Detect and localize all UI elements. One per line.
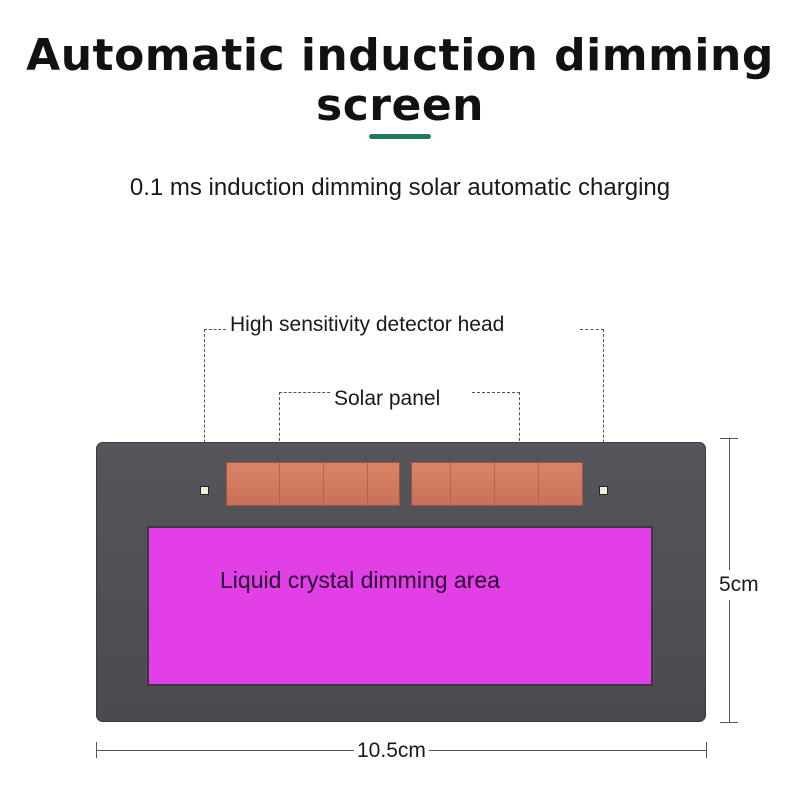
title-line-2: screen — [316, 80, 484, 131]
lcd-area-label: Liquid crystal dimming area — [220, 567, 500, 593]
detector-sensor-right — [599, 486, 608, 495]
solar-cell-divider — [538, 463, 539, 505]
detector-head-label: High sensitivity detector head — [226, 312, 509, 338]
width-dimension-cap-left — [96, 742, 97, 758]
title-line-1: Automatic induction dimming — [26, 30, 774, 81]
subtitle: 0.1 ms induction dimming solar automatic… — [129, 174, 671, 201]
solar-leader-right-h — [472, 392, 520, 393]
width-dimension-label: 10.5cm — [354, 738, 429, 764]
height-dimension-cap-bottom — [720, 722, 738, 723]
solar-leader-left-h — [279, 392, 330, 393]
solar-cell-divider — [494, 463, 495, 505]
lcd-dimming-area — [147, 526, 653, 686]
detector-sensor-left — [200, 486, 209, 495]
width-dimension-cap-right — [706, 742, 707, 758]
height-dimension-label: 5cm — [717, 570, 761, 600]
solar-panel-left — [226, 462, 400, 506]
solar-cell-divider — [367, 463, 368, 505]
detector-leader-left-h — [204, 329, 226, 330]
title-underline — [369, 134, 431, 139]
solar-panel-label: Solar panel — [330, 386, 445, 412]
solar-cell-divider — [279, 463, 280, 505]
solar-cell-divider — [323, 463, 324, 505]
solar-cell-divider — [450, 463, 451, 505]
detector-leader-left-v — [204, 329, 205, 483]
detector-leader-right-h — [580, 329, 604, 330]
detector-leader-right-v — [603, 329, 604, 483]
solar-panel-right — [411, 462, 583, 506]
height-dimension-cap-top — [720, 438, 738, 439]
